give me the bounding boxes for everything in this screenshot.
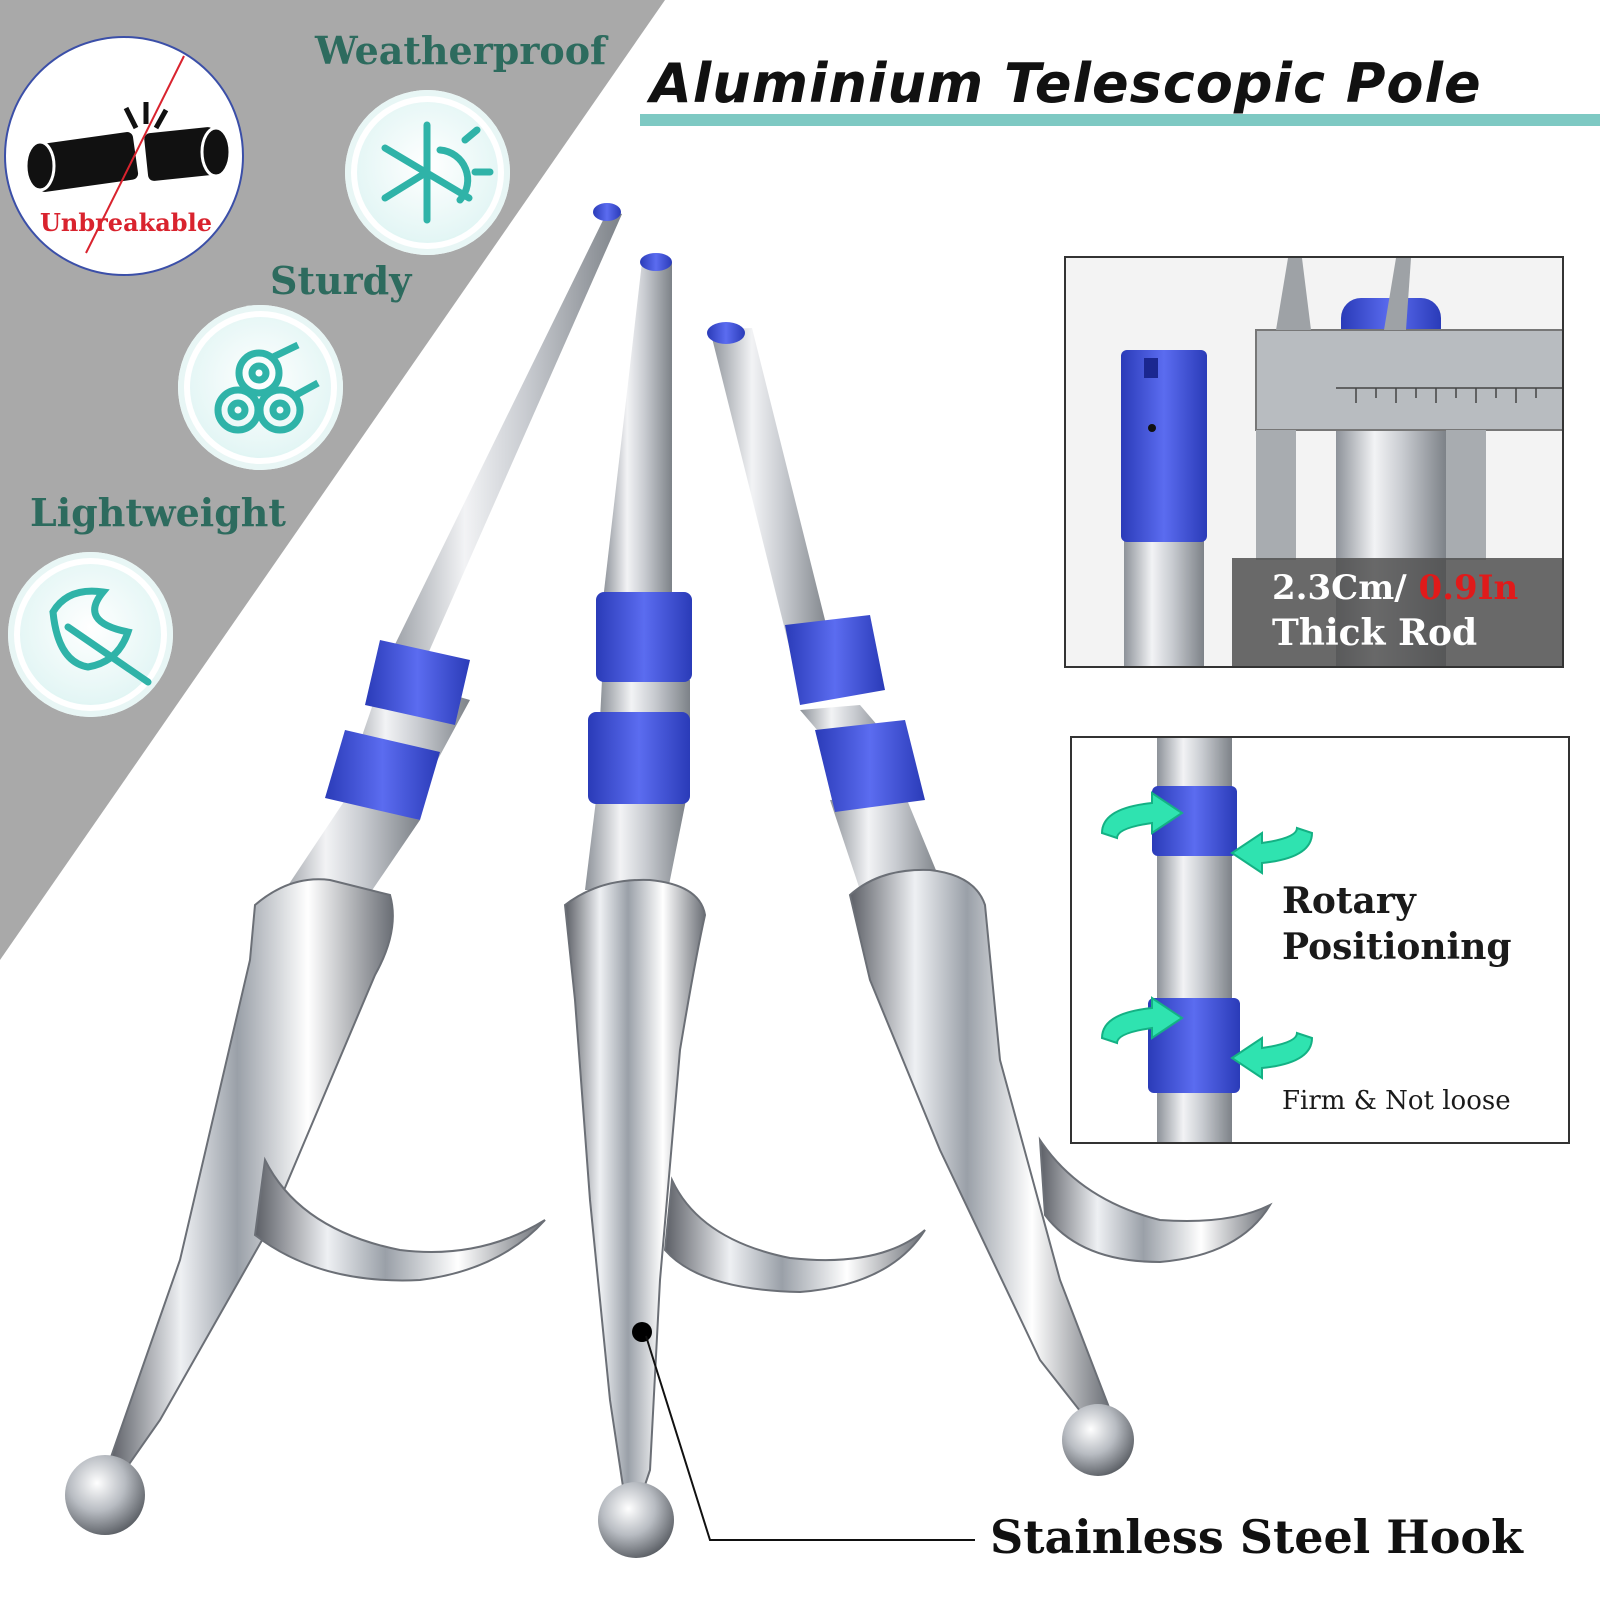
thickness-caption-box: 2.3Cm/ 0.9In Thick Rod [1232,558,1562,666]
logs-icon [214,341,320,434]
feather-icon [49,587,152,686]
thickness-panel: 2.3Cm/ 0.9In Thick Rod [1064,256,1564,668]
telescopic-pole-right [707,322,1273,1476]
thickness-imperial: 0.9In [1418,568,1519,608]
sturdy-badge [178,305,343,470]
page-title: Aluminium Telescopic Pole [650,52,1482,115]
sturdy-label: Sturdy [270,258,412,303]
thickness-value: 2.3Cm/ 0.9In [1272,568,1519,608]
rotary-title-line2: Positioning [1282,926,1512,968]
rotary-panel: Rotary Positioning Firm & Not loose [1070,736,1570,1144]
rotary-title: Rotary Positioning [1282,878,1512,970]
telescopic-pole-middle [563,253,926,1558]
unbreakable-label: Unbreakable [40,208,212,237]
thickness-caption: Thick Rod [1272,612,1478,654]
weatherproof-label: Weatherproof [315,28,607,73]
hook-leader-line [645,1335,975,1541]
snow-sun-icon [381,121,494,224]
weatherproof-badge [345,90,510,255]
rotary-title-line1: Rotary [1282,880,1416,922]
lightweight-label: Lightweight [30,490,286,535]
rotate-arrow-icon [1100,791,1314,1080]
unbreakable-badge: Unbreakable [4,36,244,276]
title-underline [640,114,1600,126]
telescopic-pole-left [65,203,622,1535]
hook-label: Stainless Steel Hook [990,1510,1523,1564]
firm-note: Firm & Not loose [1282,1086,1511,1116]
lightweight-badge [8,552,173,717]
broken-pipe-icon [24,55,232,254]
rotary-clamp-photo [1100,738,1314,1142]
